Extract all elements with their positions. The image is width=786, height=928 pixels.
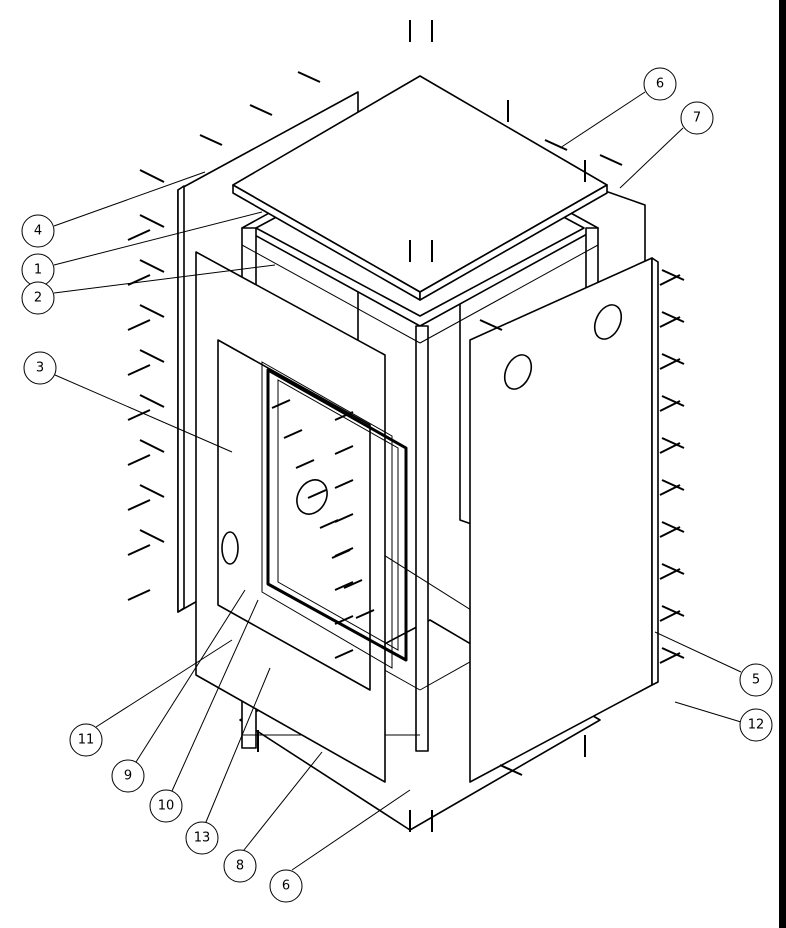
bolt (334, 411, 354, 421)
bolt (139, 394, 165, 408)
bolt (127, 544, 151, 556)
bolt (139, 304, 165, 318)
bolt (139, 529, 165, 543)
bolt (127, 364, 151, 376)
svg-text:7: 7 (693, 111, 701, 126)
bolt (334, 581, 354, 591)
balloon-7: 7 (680, 101, 714, 135)
balloon-5: 5 (739, 663, 773, 697)
bolt (283, 429, 303, 439)
bolt (127, 589, 151, 601)
bolt (599, 154, 623, 166)
svg-text:9: 9 (124, 769, 132, 784)
bolt (127, 409, 151, 421)
balloon-2: 2 (21, 281, 55, 315)
svg-text:13: 13 (194, 831, 211, 846)
fasteners (127, 20, 685, 832)
bolt (661, 521, 685, 533)
bolt (331, 549, 351, 559)
balloon-6-bottom: 6 (269, 869, 303, 903)
bolt (479, 319, 503, 331)
balloon-6-top: 6 (643, 67, 677, 101)
balloon-3: 3 (23, 351, 57, 385)
sheet-border (779, 0, 786, 928)
panel-edge (177, 185, 185, 613)
svg-text:8: 8 (236, 859, 244, 874)
bolt (127, 499, 151, 511)
balloon-1: 1 (21, 253, 55, 287)
bolt (319, 519, 339, 529)
bolt (127, 229, 151, 241)
bolt (661, 437, 685, 449)
bolt (661, 605, 685, 617)
bolt (334, 445, 354, 455)
bolt (199, 134, 223, 146)
balloon-12: 12 (739, 708, 773, 742)
balloon-13: 13 (185, 821, 219, 855)
bolt (661, 479, 685, 491)
bolt (544, 139, 568, 151)
bolt (355, 609, 375, 619)
balloon-8: 8 (223, 849, 257, 883)
svg-text:2: 2 (34, 291, 42, 306)
bolt (127, 319, 151, 331)
right-side-panel (469, 257, 659, 783)
balloon-10: 10 (149, 789, 183, 823)
svg-text:12: 12 (748, 718, 765, 733)
svg-text:5: 5 (752, 673, 760, 688)
bolt (661, 563, 685, 575)
svg-text:4: 4 (34, 224, 42, 239)
bolt (334, 615, 354, 625)
bolt (127, 454, 151, 466)
bolt (249, 104, 273, 116)
bolt (307, 489, 327, 499)
balloon-4: 4 (21, 214, 55, 248)
balloon-11: 11 (69, 723, 103, 757)
bolt (661, 311, 685, 323)
bolt (271, 399, 291, 409)
svg-text:3: 3 (36, 361, 44, 376)
bolt (661, 353, 685, 365)
bolt (139, 484, 165, 498)
bolt (139, 349, 165, 363)
balloon-9: 9 (111, 759, 145, 793)
svg-text:6: 6 (656, 77, 664, 92)
leader-lines (53, 91, 742, 871)
bolt (139, 259, 165, 273)
bolt (343, 579, 363, 589)
bolt (139, 439, 165, 453)
bolt (661, 395, 685, 407)
top-panel (232, 75, 608, 301)
bolt (334, 479, 354, 489)
bolt (295, 459, 315, 469)
bolt (334, 649, 354, 659)
front-door-panel (195, 251, 408, 783)
svg-text:11: 11 (78, 733, 95, 748)
svg-text:10: 10 (158, 799, 175, 814)
bolt (139, 214, 165, 228)
svg-text:1: 1 (34, 263, 42, 278)
bolt (297, 71, 321, 83)
bolt (661, 269, 685, 281)
bolt (499, 764, 523, 776)
svg-text:6: 6 (282, 879, 290, 894)
bolt (139, 169, 165, 183)
bolt (661, 647, 685, 659)
